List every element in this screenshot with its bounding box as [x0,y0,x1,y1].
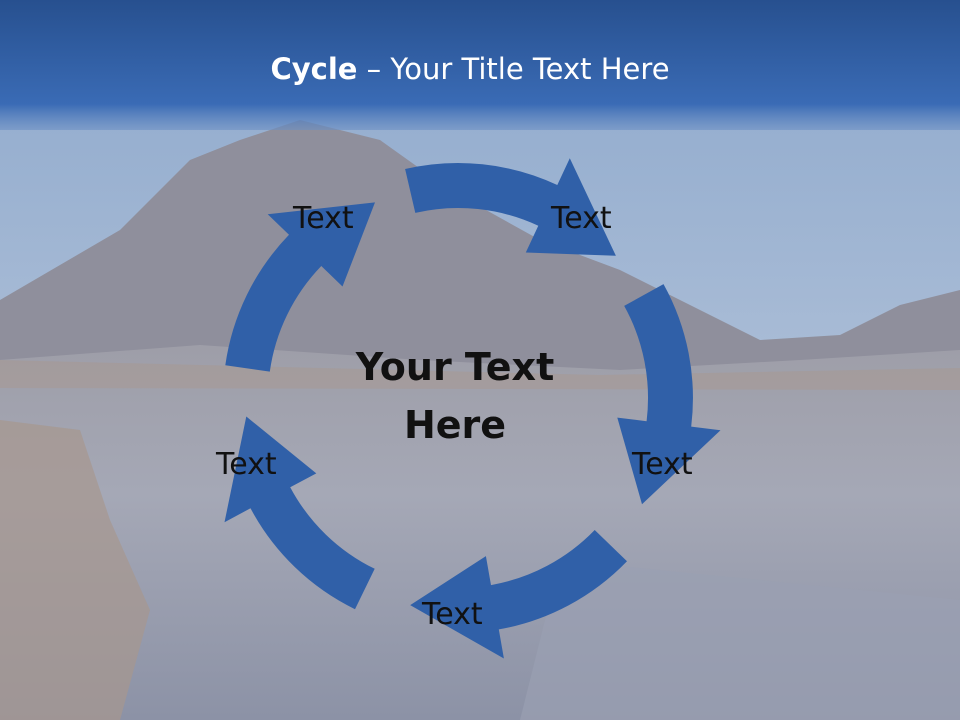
center-text-line-1: Your Text [355,345,555,389]
center-text-line-2: Here [403,403,507,447]
center-text: Your Text Here [330,338,580,454]
node-label-top-right: Text [551,201,612,236]
node-label-right: Text [632,447,693,482]
arrow-top [405,158,616,256]
arrow-upper-left [225,202,375,372]
arrow-lower-right [410,530,627,659]
node-label-top-left: Text [293,201,354,236]
node-label-left: Text [216,447,277,482]
arrow-upper-right [617,284,721,505]
title-bold-word: Cycle [270,52,358,86]
node-label-bottom: Text [422,597,483,632]
title-text: – Your Title Text Here [366,52,670,86]
arrow-lower-left [224,416,375,610]
slide-title: Cycle – Your Title Text Here [0,52,940,86]
